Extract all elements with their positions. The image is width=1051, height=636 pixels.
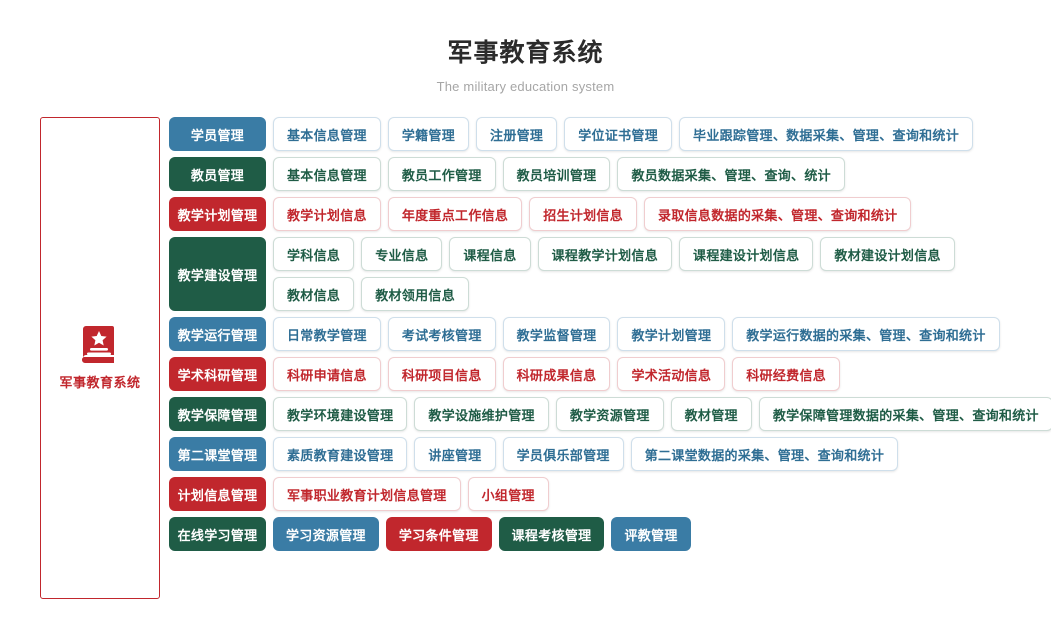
module-item-button[interactable]: 基本信息管理 [273,117,381,151]
module-items-line: 学科信息专业信息课程信息课程教学计划信息课程建设计划信息教材建设计划信息 [273,237,1051,271]
module-item-button[interactable]: 教员培训管理 [502,157,611,191]
category-button[interactable]: 学术科研管理 [169,357,266,391]
module-item-button[interactable]: 教员工作管理 [387,157,496,191]
module-row: 在线学习管理学习资源管理学习条件管理课程考核管理评教管理 [169,517,1051,551]
module-item-button[interactable]: 招生计划信息 [529,197,638,231]
module-items-column: 素质教育建设管理讲座管理学员俱乐部管理第二课堂数据的采集、管理、查询和统计 [266,437,1051,471]
module-item-button[interactable]: 日常教学管理 [273,317,381,351]
brand: 军事教育系统 [59,325,140,391]
module-items-line: 军事职业教育计划信息管理小组管理 [273,477,1051,511]
module-item-button[interactable]: 教学运行数据的采集、管理、查询和统计 [732,317,1000,351]
brand-label: 军事教育系统 [59,375,141,390]
category-button[interactable]: 计划信息管理 [169,477,266,511]
module-items-column: 学习资源管理学习条件管理课程考核管理评教管理 [266,517,1051,551]
module-item-button[interactable]: 教学监督管理 [502,317,611,351]
module-items-column: 教学计划信息年度重点工作信息招生计划信息录取信息数据的采集、管理、查询和统计 [266,197,1051,231]
module-items-line: 教材信息教材领用信息 [273,277,1051,311]
module-item-button[interactable]: 学科信息 [273,237,355,271]
module-item-button[interactable]: 第二课堂数据的采集、管理、查询和统计 [630,437,899,471]
module-items-column: 教学环境建设管理教学设施维护管理教学资源管理教材管理教学保障管理数据的采集、管理… [266,397,1051,431]
module-items-line: 基本信息管理教员工作管理教员培训管理教员数据采集、管理、查询、统计 [273,157,1051,191]
module-item-button[interactable]: 教学计划信息 [273,197,381,231]
module-item-button[interactable]: 专业信息 [361,237,443,271]
sidebar-panel: 军事教育系统 [40,117,160,599]
module-item-button[interactable]: 教材信息 [273,277,355,311]
module-item-button[interactable]: 教学计划管理 [617,317,726,351]
module-row: 教学计划管理教学计划信息年度重点工作信息招生计划信息录取信息数据的采集、管理、查… [169,197,1051,231]
module-items-column: 基本信息管理教员工作管理教员培训管理教员数据采集、管理、查询、统计 [266,157,1051,191]
module-items-column: 科研申请信息科研项目信息科研成果信息学术活动信息科研经费信息 [266,357,1051,391]
module-item-button[interactable]: 讲座管理 [414,437,496,471]
category-button[interactable]: 第二课堂管理 [169,437,266,471]
module-item-button[interactable]: 课程信息 [449,237,531,271]
module-items-line: 素质教育建设管理讲座管理学员俱乐部管理第二课堂数据的采集、管理、查询和统计 [273,437,1051,471]
category-button[interactable]: 教学运行管理 [169,317,266,351]
module-item-button[interactable]: 科研项目信息 [387,357,496,391]
category-button[interactable]: 教员管理 [169,157,266,191]
module-row: 教学运行管理日常教学管理考试考核管理教学监督管理教学计划管理教学运行数据的采集、… [169,317,1051,351]
module-item-button[interactable]: 学术活动信息 [617,357,726,391]
module-item-button[interactable]: 课程教学计划信息 [537,237,673,271]
module-item-button[interactable]: 教材领用信息 [361,277,470,311]
module-item-button[interactable]: 素质教育建设管理 [273,437,408,471]
module-row: 计划信息管理军事职业教育计划信息管理小组管理 [169,477,1051,511]
module-items-column: 学科信息专业信息课程信息课程教学计划信息课程建设计划信息教材建设计划信息教材信息… [266,237,1051,311]
module-row: 学术科研管理科研申请信息科研项目信息科研成果信息学术活动信息科研经费信息 [169,357,1051,391]
module-item-button[interactable]: 教学设施维护管理 [414,397,549,431]
module-item-button[interactable]: 基本信息管理 [273,157,381,191]
module-items-line: 基本信息管理学籍管理注册管理学位证书管理毕业跟踪管理、数据采集、管理、查询和统计 [273,117,1051,151]
module-item-button[interactable]: 注册管理 [476,117,558,151]
module-item-button[interactable]: 教学资源管理 [555,397,664,431]
category-button[interactable]: 教学计划管理 [169,197,266,231]
module-rows: 学员管理基本信息管理学籍管理注册管理学位证书管理毕业跟踪管理、数据采集、管理、查… [160,117,1051,599]
category-button[interactable]: 教学保障管理 [169,397,266,431]
page-subtitle: The military education system [436,79,615,94]
module-item-button[interactable]: 科研经费信息 [732,357,841,391]
book-star-icon [81,326,114,363]
module-items-line: 学习资源管理学习条件管理课程考核管理评教管理 [273,517,1051,551]
module-item-button[interactable]: 学籍管理 [387,117,470,151]
page-header: 军事教育系统 The military education system [0,0,1051,94]
module-item-button[interactable]: 教学环境建设管理 [273,397,408,431]
module-row: 学员管理基本信息管理学籍管理注册管理学位证书管理毕业跟踪管理、数据采集、管理、查… [169,117,1051,151]
module-items-column: 日常教学管理考试考核管理教学监督管理教学计划管理教学运行数据的采集、管理、查询和… [266,317,1051,351]
module-item-button[interactable]: 教员数据采集、管理、查询、统计 [617,157,845,191]
category-button[interactable]: 学员管理 [169,117,266,151]
category-button[interactable]: 在线学习管理 [169,517,266,551]
page-title: 军事教育系统 [447,39,604,67]
module-item-button[interactable]: 科研申请信息 [273,357,381,391]
module-item-button[interactable]: 军事职业教育计划信息管理 [273,477,461,511]
module-item-button[interactable]: 毕业跟踪管理、数据采集、管理、查询和统计 [679,117,974,151]
content-area: 军事教育系统 学员管理基本信息管理学籍管理注册管理学位证书管理毕业跟踪管理、数据… [0,117,1051,599]
module-items-line: 教学计划信息年度重点工作信息招生计划信息录取信息数据的采集、管理、查询和统计 [273,197,1051,231]
module-item-button[interactable]: 学习条件管理 [385,517,492,551]
module-item-button[interactable]: 评教管理 [611,517,691,551]
module-items-line: 教学环境建设管理教学设施维护管理教学资源管理教材管理教学保障管理数据的采集、管理… [273,397,1051,431]
module-item-button[interactable]: 教材管理 [670,397,752,431]
module-item-button[interactable]: 学员俱乐部管理 [502,437,624,471]
module-item-button[interactable]: 教材建设计划信息 [820,237,955,271]
module-items-column: 基本信息管理学籍管理注册管理学位证书管理毕业跟踪管理、数据采集、管理、查询和统计 [266,117,1051,151]
module-item-button[interactable]: 学习资源管理 [273,517,379,551]
module-items-line: 日常教学管理考试考核管理教学监督管理教学计划管理教学运行数据的采集、管理、查询和… [273,317,1051,351]
module-item-button[interactable]: 学位证书管理 [564,117,673,151]
category-button[interactable]: 教学建设管理 [169,237,266,311]
module-row: 教学保障管理教学环境建设管理教学设施维护管理教学资源管理教材管理教学保障管理数据… [169,397,1051,431]
module-item-button[interactable]: 科研成果信息 [502,357,611,391]
module-item-button[interactable]: 课程建设计划信息 [679,237,814,271]
module-items-column: 军事职业教育计划信息管理小组管理 [266,477,1051,511]
module-item-button[interactable]: 考试考核管理 [387,317,496,351]
module-item-button[interactable]: 教学保障管理数据的采集、管理、查询和统计 [758,397,1051,431]
module-row: 教员管理基本信息管理教员工作管理教员培训管理教员数据采集、管理、查询、统计 [169,157,1051,191]
module-item-button[interactable]: 课程考核管理 [498,517,605,551]
module-item-button[interactable]: 小组管理 [467,477,549,511]
module-row: 教学建设管理学科信息专业信息课程信息课程教学计划信息课程建设计划信息教材建设计划… [169,237,1051,311]
module-item-button[interactable]: 录取信息数据的采集、管理、查询和统计 [644,197,912,231]
module-row: 第二课堂管理素质教育建设管理讲座管理学员俱乐部管理第二课堂数据的采集、管理、查询… [169,437,1051,471]
module-item-button[interactable]: 年度重点工作信息 [387,197,523,231]
module-items-line: 科研申请信息科研项目信息科研成果信息学术活动信息科研经费信息 [273,357,1051,391]
